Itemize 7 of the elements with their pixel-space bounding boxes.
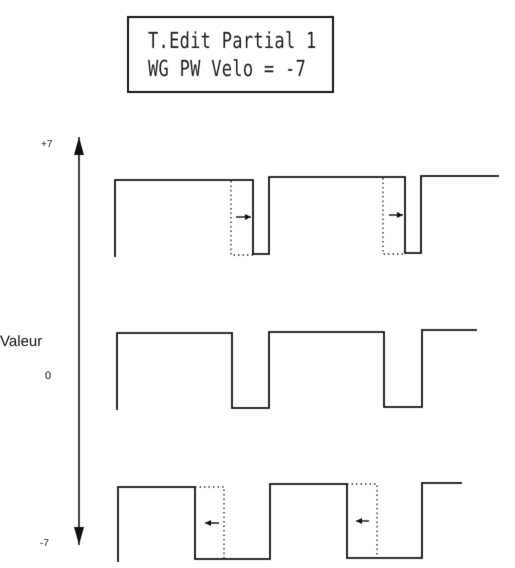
display-text: T.Edit Partial 1 bbox=[148, 31, 317, 54]
axis-title: Valeur bbox=[0, 334, 42, 349]
lcd-display bbox=[127, 16, 334, 93]
display-text: WG PW Velo = -7 bbox=[148, 59, 306, 82]
axis-tick-label: -7 bbox=[40, 539, 49, 549]
axis-tick-label: +7 bbox=[41, 140, 52, 150]
axis-tick-label: 0 bbox=[45, 371, 52, 382]
